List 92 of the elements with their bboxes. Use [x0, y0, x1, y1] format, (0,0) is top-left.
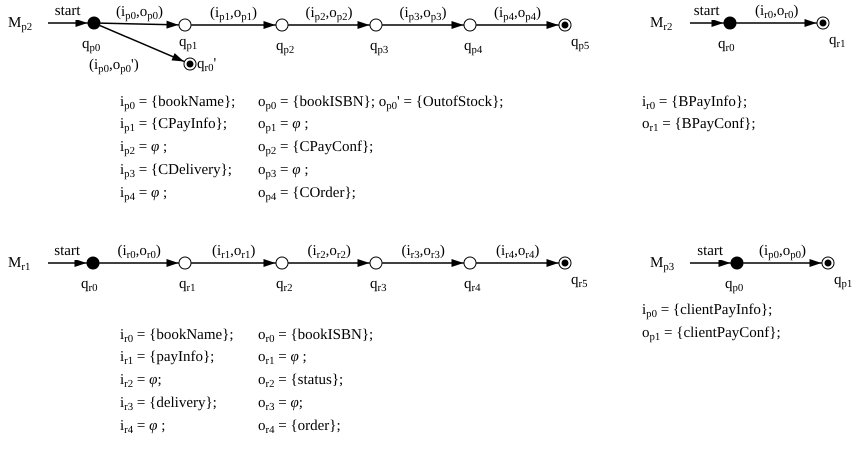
- transition-arrow: [288, 21, 370, 29]
- state-circle: [178, 256, 192, 270]
- machine-name: M$_{r2}$: [650, 14, 672, 32]
- initial-state-dot: [723, 16, 737, 30]
- definition-text: o$_{r2}$ = {status};: [258, 371, 344, 389]
- transition-arrow: [192, 21, 276, 29]
- final-state-circle: [816, 16, 830, 30]
- initial-state-dot: [730, 256, 744, 270]
- transition-arrow: [476, 259, 558, 267]
- transition-arrow: [48, 19, 88, 27]
- transition-arrow: [690, 19, 724, 27]
- state-circle: [369, 256, 383, 270]
- state-label: q$_{p0}$: [725, 275, 744, 293]
- definition-text: o$_{r1}$ = {BPayConf};: [642, 115, 756, 133]
- transition-arrow: [192, 259, 276, 267]
- transition-arrow: [100, 24, 184, 62]
- final-state-circle: [558, 256, 572, 270]
- state-circle: [178, 18, 192, 32]
- transition-arrow: [744, 259, 822, 267]
- state-label: q$_{p2}$: [276, 37, 294, 55]
- state-label: q$_{r3}$: [370, 275, 386, 293]
- definition-text: i$_{p0}$ = {bookName};: [120, 93, 236, 111]
- definition-text: i$_{p1}$ = {CPayInfo};: [120, 115, 227, 133]
- machine-name: M$_{r1}$: [8, 254, 30, 272]
- definition-text: o$_{p1}$ = {clientPayConf};: [642, 324, 781, 342]
- edge-label: (i$_{r3}$,o$_{r3}$): [400, 242, 446, 260]
- edge-label: (i$_{p0}$,o$_{p0}$): [758, 242, 808, 260]
- definition-text: i$_{p4}$ = φ ;: [120, 184, 168, 202]
- final-state-circle: [821, 256, 835, 270]
- definition-text: o$_{p0}$ = {bookISBN}; o$_{p0}$' = {OutofStock};: [258, 93, 504, 111]
- definition-text: i$_{p2}$ = φ ;: [120, 138, 168, 156]
- state-label: q$_{p5}$: [571, 33, 590, 51]
- definition-text: o$_{r1}$ = φ ;: [258, 348, 307, 366]
- machine-name: M$_{p2}$: [8, 14, 32, 32]
- state-label: q$_{p0}$: [82, 35, 100, 53]
- state-label: q$_{r1}$: [829, 31, 846, 49]
- state-circle: [275, 18, 289, 32]
- initial-state-dot: [87, 16, 101, 30]
- definition-text: i$_{r4}$ = φ ;: [120, 417, 166, 435]
- edge-label: (i$_{p2}$,o$_{p2}$): [304, 4, 354, 22]
- definition-text: i$_{r2}$ = φ;: [120, 371, 162, 389]
- state-label: q$_{r2}$: [276, 275, 292, 293]
- state-circle: [369, 18, 383, 32]
- final-state-circle: [558, 18, 572, 32]
- definition-text: o$_{r4}$ = {order};: [258, 417, 341, 435]
- definition-text: o$_{p3}$ = φ ;: [258, 161, 308, 179]
- state-label: q$_{r0}$: [81, 275, 98, 293]
- transition-arrow: [690, 259, 730, 267]
- definition-text: i$_{r3}$ = {delivery};: [120, 394, 217, 412]
- definition-text: i$_{p3}$ = {CDelivery};: [120, 161, 232, 179]
- edge-label: (i$_{r1}$,o$_{r1}$): [211, 242, 256, 260]
- definition-text: i$_{r0}$ = {BPayInfo};: [642, 93, 748, 111]
- edge-label: (i$_{r0}$,o$_{r0}$): [754, 2, 800, 20]
- edge-label: (i$_{p3}$,o$_{p3}$): [398, 4, 448, 22]
- initial-state-dot: [86, 256, 100, 270]
- definition-text: i$_{r1}$ = {payInfo};: [120, 348, 214, 366]
- transition-arrow: [382, 21, 464, 29]
- definition-text: o$_{p4}$ = {COrder};: [258, 184, 356, 202]
- edge-label: (i$_{r2}$,o$_{r2}$): [306, 242, 352, 260]
- final-state-circle: [183, 57, 197, 71]
- definition-text: o$_{p1}$ = φ ;: [258, 115, 308, 133]
- definition-text: i$_{r0}$ = {bookName};: [120, 326, 234, 344]
- transition-arrow: [100, 20, 179, 29]
- definition-text: o$_{r0}$ = {bookISBN};: [258, 326, 374, 344]
- state-circle: [275, 256, 289, 270]
- state-label: q$_{p1}$: [179, 33, 198, 51]
- transition-arrow: [100, 259, 178, 267]
- definition-text: o$_{p2}$ = {CPayConf};: [258, 138, 374, 156]
- transition-arrow: [288, 259, 370, 267]
- state-label: q$_{p3}$: [370, 37, 388, 55]
- definition-text: i$_{p0}$ = {clientPayInfo};: [642, 301, 772, 319]
- transition-arrow: [736, 19, 816, 27]
- state-label: q$_{r5}$: [571, 271, 588, 289]
- transition-arrow: [48, 259, 86, 267]
- transition-arrow: [476, 21, 558, 29]
- state-label: q$_{r4}$: [464, 275, 480, 293]
- state-circle: [463, 18, 477, 32]
- state-label: q$_{r0}$: [718, 35, 734, 53]
- state-label: q$_{p4}$: [464, 37, 482, 55]
- state-circle: [463, 256, 477, 270]
- edge-label: (i$_{r4}$,o$_{r4}$): [495, 242, 540, 260]
- definition-text: o$_{r3}$ = φ;: [258, 394, 303, 412]
- edge-label: (i$_{p4}$,o$_{p4}$): [493, 4, 542, 22]
- state-label: q$_{p1}$: [834, 271, 852, 289]
- edge-label: (i$_{p0}$,o$_{p0}$): [115, 3, 164, 21]
- state-label: q$_{r0}$': [197, 55, 216, 73]
- edge-label: (i$_{r0}$,o$_{r0}$): [116, 242, 162, 260]
- state-label: q$_{r1}$: [179, 275, 196, 293]
- machine-name: M$_{p3}$: [650, 254, 674, 272]
- transition-arrow: [382, 259, 464, 267]
- edge-label: (i$_{p1}$,o$_{p1}$): [209, 4, 258, 22]
- edge-label: (i$_{p0}$,o$_{p0}$'): [88, 56, 140, 74]
